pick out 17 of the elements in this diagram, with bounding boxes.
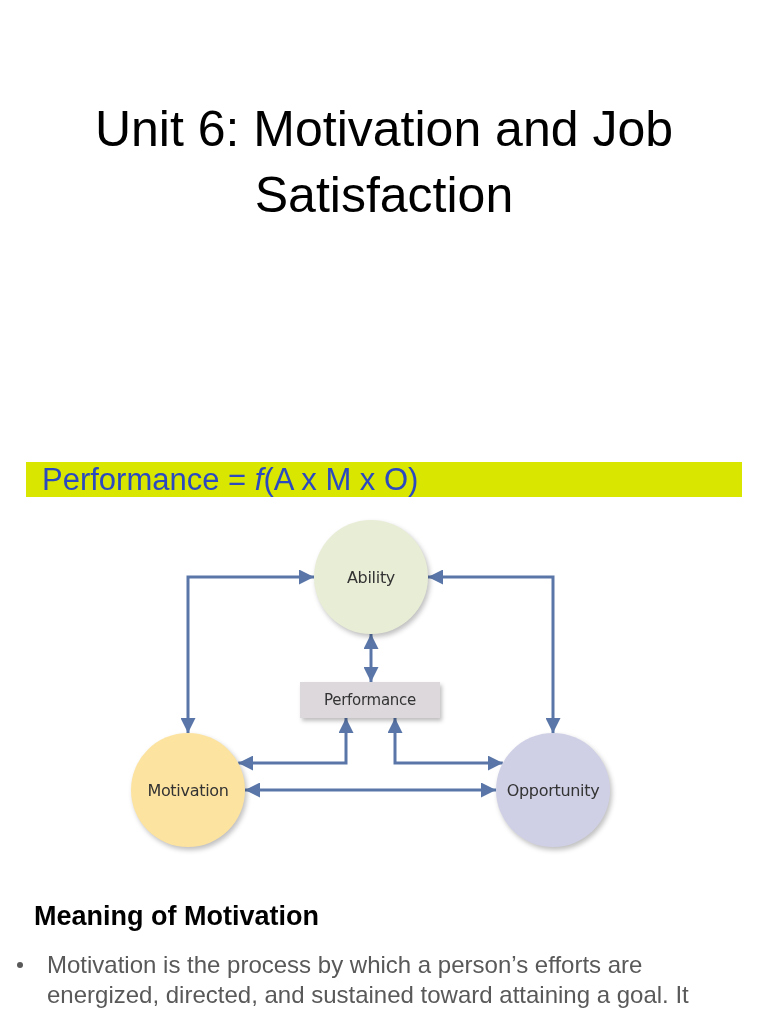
bullet-text: Motivation is the process by which a person’s efforts are energized, directed, and sustained toward attaining a goal. It (47, 950, 690, 1010)
result-box (300, 682, 440, 718)
double-arrow (245, 782, 496, 798)
node-label: Performance (324, 691, 416, 709)
double-arrow (428, 569, 561, 733)
double-arrow (238, 718, 354, 771)
circle-node (496, 733, 610, 847)
formula-text: Performance = f(A x M x O) (42, 461, 419, 498)
node-label: Ability (346, 567, 396, 587)
title: Unit 6: Motivation and Job Satisfaction (93, 100, 675, 225)
node-label: Opportunity (506, 780, 600, 800)
double-arrow (387, 718, 503, 771)
double-arrow (363, 634, 379, 682)
node-label: Motivation (147, 780, 229, 800)
section-heading: Meaning of Motivation (34, 900, 320, 933)
formula-band (26, 462, 742, 497)
double-arrow (180, 569, 314, 733)
